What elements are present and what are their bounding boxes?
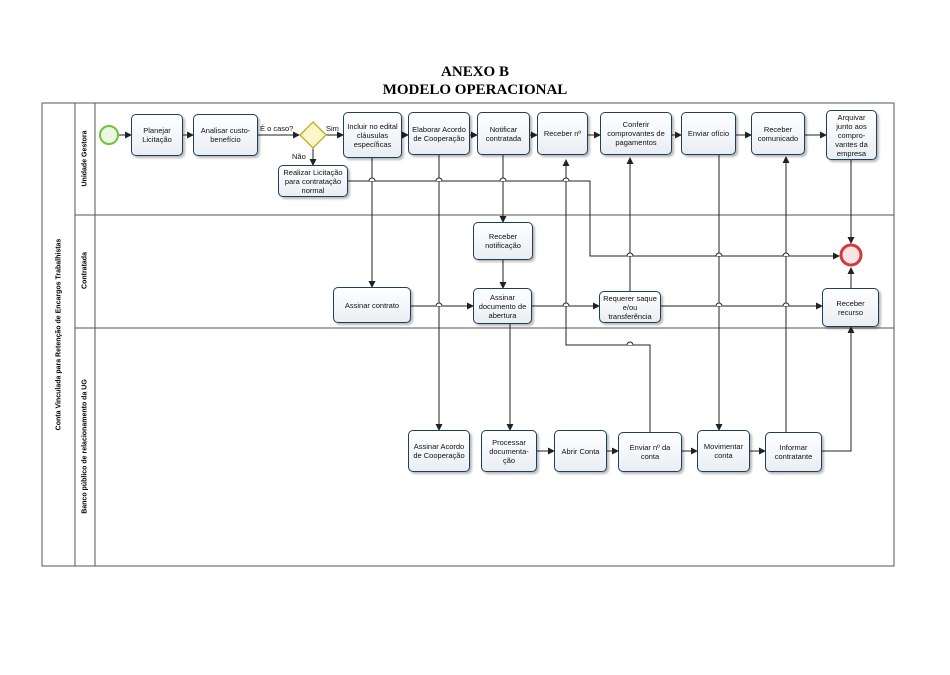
task-planejar-licitacao[interactable]: Planejar Licitação xyxy=(131,114,183,156)
flow-enviar-n-receber-n xyxy=(562,159,651,432)
gateway-question: É o caso? xyxy=(260,124,294,133)
gateway-no-label: Não xyxy=(292,152,306,161)
task-analisar-custo-beneficio[interactable]: Analisar custo-benefício xyxy=(193,114,258,156)
task-receber-recurso[interactable]: Receber recurso xyxy=(822,288,879,327)
task-elaborar-acordo[interactable]: Elaborar Acordo de Cooperação xyxy=(408,112,470,155)
line-hop xyxy=(562,177,570,182)
task-assinar-acordo[interactable]: Assinar Acordo de Cooperação xyxy=(408,430,470,472)
task-realizar-licitacao[interactable]: Realizar Licitação para contratação norm… xyxy=(278,165,348,197)
lane-label-banco: Banco público de relacionamento da UG xyxy=(81,379,89,514)
task-requerer-saque[interactable]: Requerer saque e/ou transferência xyxy=(599,291,661,323)
gateway-yes-label: Sim xyxy=(326,124,339,133)
start-event xyxy=(99,125,119,145)
line-hop xyxy=(435,177,443,182)
flow-realizar-end xyxy=(348,180,840,260)
task-receber-numero[interactable]: Receber nº xyxy=(537,112,588,155)
lane-label-gestora: Unidade Gestora xyxy=(81,130,89,187)
task-receber-comunicado[interactable]: Receber comunicado xyxy=(751,112,805,155)
task-assinar-contrato[interactable]: Assinar contrato xyxy=(333,287,411,323)
lane-label-contratada: Contratada xyxy=(81,252,89,289)
gateway-diamond xyxy=(299,121,327,149)
task-assinar-documento[interactable]: Assinar documento de abertura xyxy=(473,288,532,324)
line-hop xyxy=(368,177,376,182)
line-hop xyxy=(715,252,723,257)
task-processar-documentacao[interactable]: Processar documenta-ção xyxy=(481,430,537,472)
pool-label: Conta Vinculada para Retenção de Encargo… xyxy=(55,238,63,431)
line-hop xyxy=(435,302,443,307)
line-hop xyxy=(715,302,723,307)
task-notificar-contratada[interactable]: Notificar contratada xyxy=(477,112,530,155)
line-hop xyxy=(782,252,790,257)
task-enviar-oficio[interactable]: Enviar ofício xyxy=(681,112,736,155)
end-event xyxy=(839,243,863,267)
task-arquivar[interactable]: Arquivar junto aos compro-vantes da empr… xyxy=(826,110,877,160)
flow-informar-receber-recurso xyxy=(822,326,855,452)
task-abrir-conta[interactable]: Abrir Conta xyxy=(554,430,607,472)
task-receber-notificacao[interactable]: Receber notificação xyxy=(473,222,533,260)
task-informar-contratante[interactable]: Informar contratante xyxy=(765,432,822,472)
pool-frame xyxy=(41,102,895,567)
page-title: ANEXO B xyxy=(441,64,509,80)
line-hop xyxy=(782,302,790,307)
page-subtitle: MODELO OPERACIONAL xyxy=(382,82,568,98)
line-hop xyxy=(626,252,634,257)
task-conferir-comprovantes[interactable]: Conferir comprovantes de pagamentos xyxy=(600,112,672,155)
line-hop xyxy=(499,177,507,182)
line-hop xyxy=(626,341,634,346)
task-movimentar-conta[interactable]: Movimentar conta xyxy=(697,430,750,472)
line-hop xyxy=(562,302,570,307)
task-incluir-clausulas[interactable]: Incluir no edital cláusulas específicas xyxy=(343,112,402,158)
task-enviar-numero-conta[interactable]: Enviar nº da conta xyxy=(618,432,682,472)
